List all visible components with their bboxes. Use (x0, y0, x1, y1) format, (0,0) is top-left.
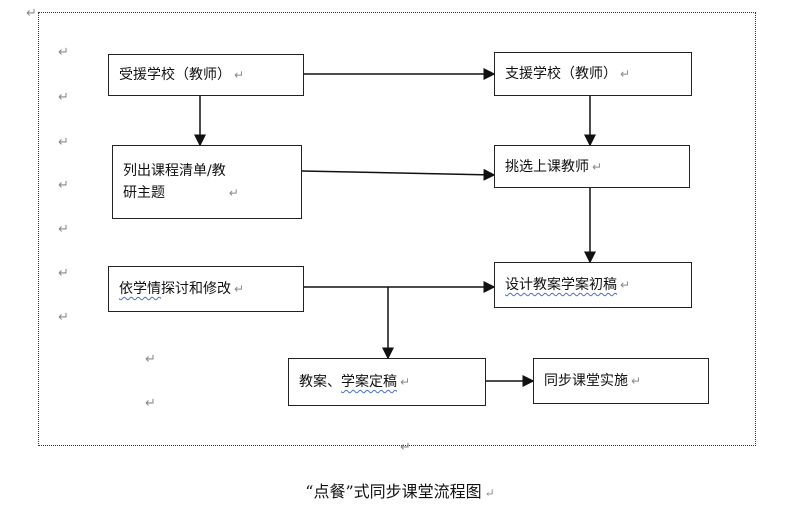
paragraph-mark: ↵ (58, 310, 69, 325)
paragraph-mark: ↵ (234, 282, 245, 296)
caption-text: “点餐”式同步课堂流程图 (305, 482, 482, 501)
paragraph-mark: ↵ (400, 440, 411, 455)
node-label: 探讨和修改 (161, 281, 231, 297)
figure-caption: “点餐”式同步课堂流程图↵ (0, 478, 800, 502)
paragraph-mark: ↵ (58, 135, 69, 150)
node-recipient-school: 受援学校（教师）↵ (108, 54, 304, 96)
node-label: 挑选上课教师 (505, 158, 589, 175)
node-list-topics: 列出课程清单/教 研主题↵ (112, 145, 302, 219)
paragraph-mark: ↵ (592, 159, 603, 174)
node-label-underlined: 学案定稿 (341, 374, 397, 390)
paragraph-mark: ↵ (145, 396, 156, 411)
node-support-school: 支援学校（教师）↵ (494, 52, 692, 96)
paragraph-mark: ↵ (58, 266, 69, 281)
node-label: 列出课程清单/教 研主题 (123, 163, 226, 201)
paragraph-mark: ↵ (58, 90, 69, 105)
node-label: 同步课堂实施 (544, 373, 628, 389)
paragraph-mark: ↵ (58, 45, 69, 60)
node-finalize: 教案、学案定稿↵ (288, 358, 486, 406)
node-select-teacher: 挑选上课教师↵ (494, 145, 690, 188)
paragraph-mark: ↵ (234, 68, 245, 82)
paragraph-mark: ↵ (58, 222, 69, 237)
paragraph-mark: ↵ (620, 67, 631, 81)
paragraph-mark: ↵ (400, 375, 411, 389)
node-label: 教案、 (299, 374, 341, 390)
node-discuss-revise: 依学情探讨和修改↵ (108, 266, 304, 312)
paragraph-mark: ↵ (484, 486, 495, 500)
node-implement: 同步课堂实施↵ (533, 358, 709, 404)
paragraph-mark: ↵ (145, 352, 156, 367)
diagram-frame (38, 12, 756, 446)
paragraph-mark: ↵ (26, 6, 37, 21)
paragraph-mark: ↵ (58, 178, 69, 193)
node-label-underlined: 设计教案学案初稿 (505, 277, 617, 293)
node-design-draft: 设计教案学案初稿↵ (494, 262, 692, 308)
arrow-list-to-select (301, 168, 496, 181)
paragraph-mark: ↵ (631, 374, 642, 388)
node-label: 受援学校（教师） (119, 67, 231, 83)
node-label: 支援学校（教师） (505, 66, 617, 82)
paragraph-mark: ↵ (620, 278, 631, 292)
paragraph-mark: ↵ (228, 186, 239, 200)
node-label-underlined: 依学情 (119, 281, 161, 297)
